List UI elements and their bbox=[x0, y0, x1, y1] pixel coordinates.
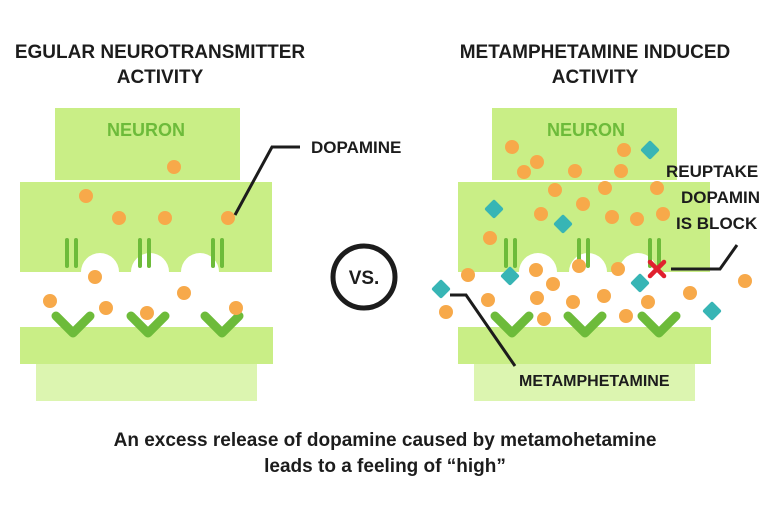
receptor-icon bbox=[490, 311, 534, 338]
left-release-channels bbox=[65, 238, 224, 268]
dopamine-icon bbox=[158, 211, 172, 225]
blocked-icon bbox=[647, 259, 667, 279]
dopamine-icon bbox=[641, 295, 655, 309]
receptor-icon bbox=[51, 311, 95, 338]
dopamine-icon bbox=[167, 160, 181, 174]
reuptake-label-line-1: REUPTAKE bbox=[666, 162, 758, 181]
dopamine-icon bbox=[572, 259, 586, 273]
metamphetamine-icon bbox=[484, 199, 504, 219]
dopamine-icon bbox=[79, 189, 93, 203]
metamphetamine-icon bbox=[500, 266, 520, 286]
dopamine-icon bbox=[738, 274, 752, 288]
dopamine-icon bbox=[43, 294, 57, 308]
dopamine-icon bbox=[548, 183, 562, 197]
receptor-icon bbox=[126, 311, 170, 338]
dopamine-icon bbox=[140, 306, 154, 320]
right-receptors bbox=[490, 311, 681, 338]
reuptake-label-line-2: DOPAMIN bbox=[681, 188, 760, 207]
vs-badge: VS. bbox=[330, 243, 398, 311]
dopamine-icon bbox=[576, 197, 590, 211]
metamphetamine-label: METAMPHETAMINE bbox=[519, 373, 670, 390]
dopamine-icon bbox=[439, 305, 453, 319]
receptor-icon bbox=[637, 311, 681, 338]
metamphetamine-icon bbox=[431, 279, 451, 299]
metamphetamine-icon bbox=[553, 214, 573, 234]
dopamine-icon bbox=[229, 301, 243, 315]
dopamine-icon bbox=[598, 181, 612, 195]
dopamine-icon bbox=[177, 286, 191, 300]
dopamine-icon bbox=[530, 155, 544, 169]
dopamine-icon bbox=[221, 211, 235, 225]
left-title-line-1: EGULAR NEUROTRANSMITTER bbox=[14, 42, 306, 63]
receptor-icon bbox=[563, 311, 607, 338]
dopamine-label: DOPAMINE bbox=[311, 138, 401, 157]
dopamine-icon bbox=[461, 268, 475, 282]
dopamine-icon bbox=[630, 212, 644, 226]
dopamine-icon bbox=[605, 210, 619, 224]
dopamine-icon bbox=[650, 181, 664, 195]
metamphetamine-pointer-line bbox=[450, 293, 517, 367]
dopamine-icon bbox=[534, 207, 548, 221]
dopamine-icon bbox=[617, 143, 631, 157]
dopamine-icon bbox=[88, 270, 102, 284]
caption-line-1: An excess release of dopamine caused by … bbox=[113, 430, 657, 451]
neuron-label-left: NEURON bbox=[107, 120, 185, 140]
dopamine-icon bbox=[619, 309, 633, 323]
dopamine-icon bbox=[112, 211, 126, 225]
right-panel-title: METAMPHETAMINE INDUCED ACTIVITY bbox=[345, 40, 770, 90]
metamphetamine-icon bbox=[640, 140, 660, 160]
reuptake-label-line-3: IS BLOCK bbox=[676, 214, 758, 233]
dopamine-icon bbox=[481, 293, 495, 307]
dopamine-icon bbox=[483, 231, 497, 245]
dopamine-pointer-line bbox=[233, 145, 300, 216]
left-postsynaptic-neuron bbox=[20, 327, 273, 401]
diagram-caption: An excess release of dopamine caused by … bbox=[0, 428, 770, 480]
dopamine-icon bbox=[529, 263, 543, 277]
dopamine-icon bbox=[505, 140, 519, 154]
dopamine-icon bbox=[614, 164, 628, 178]
dopamine-icon bbox=[683, 286, 697, 300]
left-panel-title: EGULAR NEUROTRANSMITTER ACTIVITY bbox=[0, 40, 410, 90]
left-synapse: NEURON bbox=[20, 108, 401, 401]
dopamine-icon bbox=[568, 164, 582, 178]
dopamine-icon bbox=[597, 289, 611, 303]
right-synapse: NEURON bbox=[431, 108, 760, 401]
dopamine-icon bbox=[566, 295, 580, 309]
caption-line-2: leads to a feeling of “high” bbox=[264, 456, 506, 477]
dopamine-icon bbox=[656, 207, 670, 221]
reuptake-pointer-line bbox=[671, 244, 739, 271]
right-title-line-2: ACTIVITY bbox=[551, 67, 639, 88]
left-title-line-2: ACTIVITY bbox=[116, 67, 204, 88]
left-receptors bbox=[51, 311, 244, 338]
right-metamphetamine-molecules bbox=[431, 140, 722, 321]
dopamine-icon bbox=[546, 277, 560, 291]
left-dopamine-molecules bbox=[43, 160, 243, 320]
dopamine-icon bbox=[99, 301, 113, 315]
neuron-label-right: NEURON bbox=[547, 120, 625, 140]
receptor-icon bbox=[200, 311, 244, 338]
left-presynaptic-neuron bbox=[20, 108, 272, 272]
right-title-line-1: METAMPHETAMINE INDUCED bbox=[459, 42, 731, 63]
vs-label: VS. bbox=[349, 268, 380, 289]
right-dopamine-molecules bbox=[439, 140, 752, 326]
dopamine-icon bbox=[517, 165, 531, 179]
dopamine-icon bbox=[537, 312, 551, 326]
metamphetamine-icon bbox=[630, 273, 650, 293]
right-presynaptic-neuron bbox=[458, 108, 710, 272]
dopamine-icon bbox=[611, 262, 625, 276]
dopamine-icon bbox=[530, 291, 544, 305]
metamphetamine-icon bbox=[702, 301, 722, 321]
